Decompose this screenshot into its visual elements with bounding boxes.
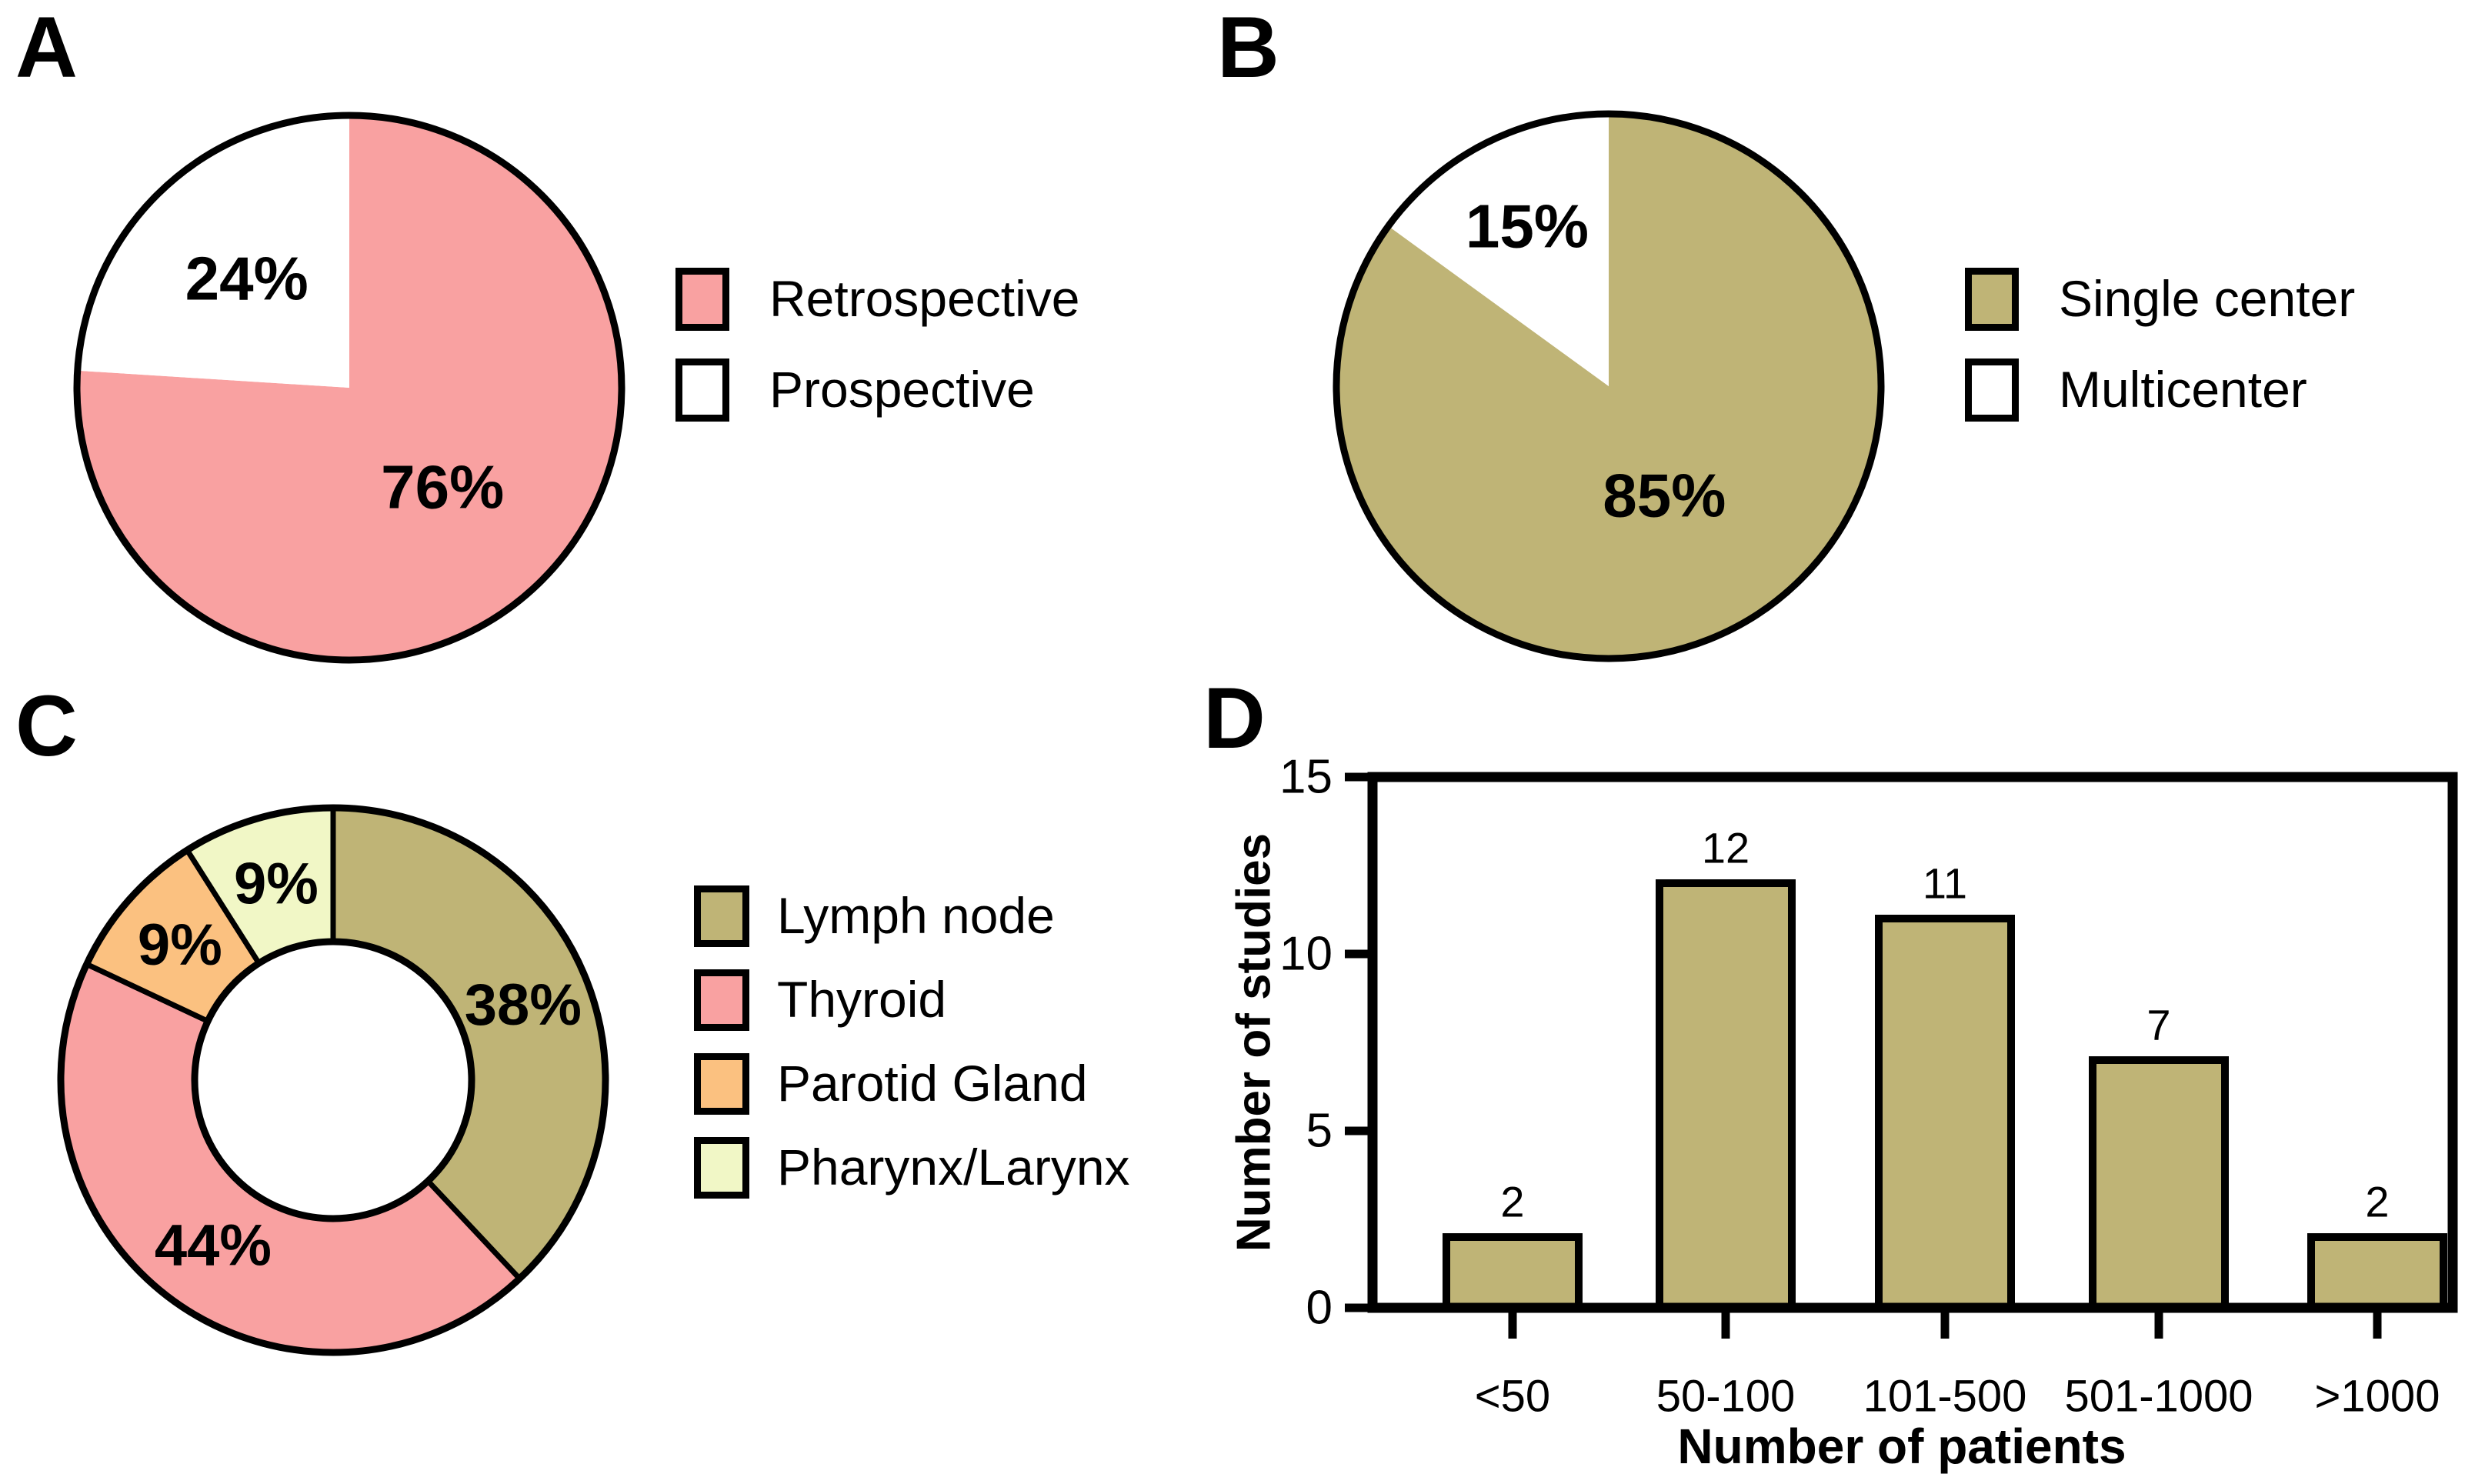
legend-label: Prospective	[769, 361, 1035, 419]
x-tick-label: 501-1000	[2064, 1372, 2253, 1422]
legend-item-parotid-gland: Parotid Gland	[694, 1053, 1130, 1115]
bar-value-label: 2	[2365, 1178, 2389, 1226]
donut-chart-tumor-site: 38% 44% 9%9%	[57, 804, 609, 1356]
legend-item-thyroid: Thyroid	[694, 969, 1130, 1031]
segment-pct-label: 44%	[155, 1212, 272, 1278]
bar-501-1000	[2089, 1056, 2229, 1312]
segment-pct-label: 38%	[465, 972, 582, 1038]
legend-label: Lymph node	[777, 887, 1055, 945]
panel-letter-b: B	[1217, 0, 1279, 95]
legend-label: Retrospective	[769, 270, 1080, 328]
pie-slice-multicenter	[1388, 114, 1609, 386]
y-tick-label: 10	[1279, 928, 1333, 981]
slice-pct-label: 15%	[1466, 192, 1589, 260]
bar-50-100	[1656, 879, 1796, 1312]
legend-item-prospective: Prospective	[675, 358, 1080, 422]
bar--50	[1443, 1233, 1583, 1312]
y-tick-label: 5	[1306, 1105, 1333, 1158]
y-tick-label: 15	[1279, 751, 1333, 804]
legend-label: Parotid Gland	[777, 1055, 1088, 1112]
donut-outer-outline	[57, 804, 609, 1356]
legend-item-pharynx-larynx: Pharynx/Larynx	[694, 1137, 1130, 1199]
segment-pct-label: 9%	[138, 912, 222, 978]
bar-chart-patient-numbers: 2 12 11 7 2 0 5 10 15 <50 50-100 101-500 501-1000 >10…	[1228, 751, 2458, 1474]
slice-pct-label: 85%	[1603, 461, 1726, 529]
legend-label: Multicenter	[2059, 361, 2307, 419]
legend-swatch	[694, 969, 749, 1031]
legend-swatch	[1965, 358, 2019, 422]
segment-pct-label: 9%	[234, 852, 319, 917]
panel-letter-d: D	[1203, 670, 1266, 766]
pie-chart-study-design: 76% 24%	[73, 112, 625, 664]
y-axis-title: Number of studies	[1228, 833, 1281, 1252]
x-tick-label: 50-100	[1656, 1372, 1796, 1422]
x-tick-label: >1000	[2315, 1372, 2440, 1422]
slice-pct-label: 76%	[381, 453, 504, 522]
legend-label: Thyroid	[777, 971, 947, 1029]
pie-chart-center-type: 85% 15%	[1333, 110, 1885, 662]
pie-slice-prospective	[77, 115, 349, 388]
x-tick-label: 101-500	[1863, 1372, 2027, 1422]
x-tick-label: <50	[1475, 1372, 1550, 1422]
legend-swatch	[675, 358, 729, 422]
legend-item-single-center: Single center	[1965, 268, 2355, 331]
bar-value-label: 2	[1500, 1178, 1524, 1226]
legend-item-lymph-node: Lymph node	[694, 885, 1130, 947]
plot-frame	[1367, 772, 2458, 1313]
legend-swatch	[694, 885, 749, 947]
legend-item-retrospective: Retrospective	[675, 268, 1080, 331]
bar-101-500	[1875, 915, 2015, 1312]
legend-swatch	[694, 1053, 749, 1115]
legend-item-multicenter: Multicenter	[1965, 358, 2355, 422]
x-axis-title: Number of patients	[1677, 1419, 2126, 1474]
slice-pct-label: 24%	[185, 245, 309, 313]
panel-letter-c: C	[15, 678, 78, 774]
y-tick-label: 0	[1306, 1282, 1333, 1335]
pie-outline	[73, 112, 625, 664]
donut-inner-outline	[191, 938, 475, 1222]
bar-value-label: 12	[1702, 824, 1750, 872]
legend-swatch	[675, 268, 729, 331]
legend-label: Pharynx/Larynx	[777, 1139, 1130, 1196]
bar--1000	[2307, 1233, 2447, 1312]
legend-swatch	[1965, 268, 2019, 331]
bar-value-label: 11	[1923, 859, 1967, 908]
panel-letter-a: A	[15, 0, 78, 95]
pie-outline	[1333, 110, 1885, 662]
legend-swatch	[694, 1137, 749, 1199]
legend-label: Single center	[2059, 270, 2356, 328]
bar-value-label: 7	[2146, 1001, 2170, 1049]
